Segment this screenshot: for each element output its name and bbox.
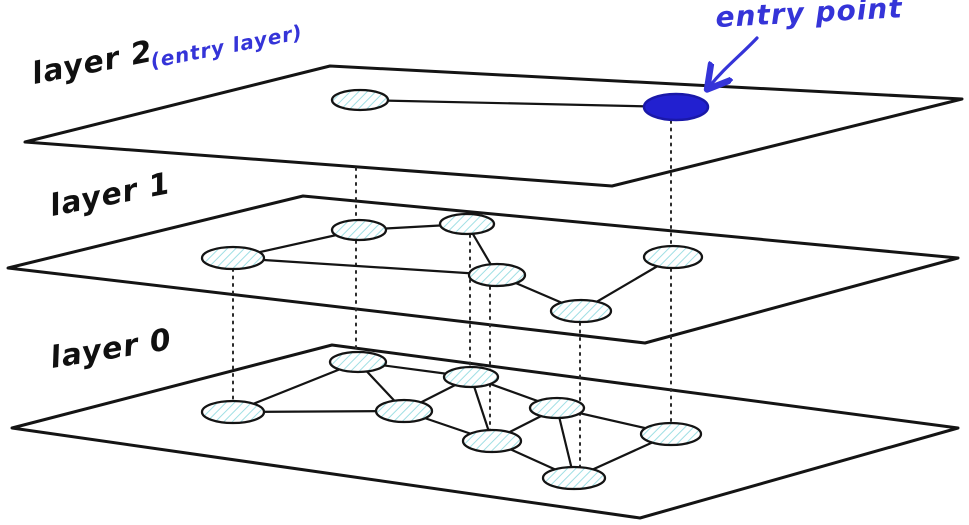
graph-node-m3 bbox=[374, 398, 434, 424]
graph-node-n1 bbox=[200, 245, 266, 271]
graph-node-m6 bbox=[528, 396, 586, 420]
graph-node-n5 bbox=[549, 298, 613, 324]
graph-node-m4 bbox=[442, 365, 500, 389]
inter-layer-links bbox=[232, 120, 672, 479]
layer-0-label: layer 0 bbox=[48, 322, 175, 376]
layer-2-label: layer 2 bbox=[29, 34, 156, 92]
graph-node-m7 bbox=[541, 465, 607, 491]
graph-node-n2 bbox=[330, 218, 388, 242]
graph-node-m8 bbox=[639, 421, 703, 447]
graph-node-m2 bbox=[328, 350, 388, 374]
graph-node-n3 bbox=[438, 212, 496, 236]
graph-node-m1 bbox=[200, 399, 266, 425]
entry-point-node bbox=[642, 92, 710, 122]
graph-node-l2a bbox=[330, 88, 390, 112]
graph-node-n6 bbox=[642, 244, 704, 270]
layer-2-plane bbox=[23, 64, 964, 188]
graph-nodes bbox=[200, 88, 710, 491]
layer-1-label: layer 1 bbox=[47, 166, 174, 224]
entry-layer-sublabel: (entry layer) bbox=[148, 20, 304, 73]
graph-node-m5 bbox=[461, 428, 523, 454]
entry-point-label: entry point bbox=[715, 0, 904, 34]
graph-node-n4 bbox=[467, 262, 527, 288]
graph-edge-l2a-entry bbox=[358, 98, 678, 109]
entry-point-arrow bbox=[709, 36, 759, 87]
graph-edge-n1-n4 bbox=[231, 256, 499, 277]
